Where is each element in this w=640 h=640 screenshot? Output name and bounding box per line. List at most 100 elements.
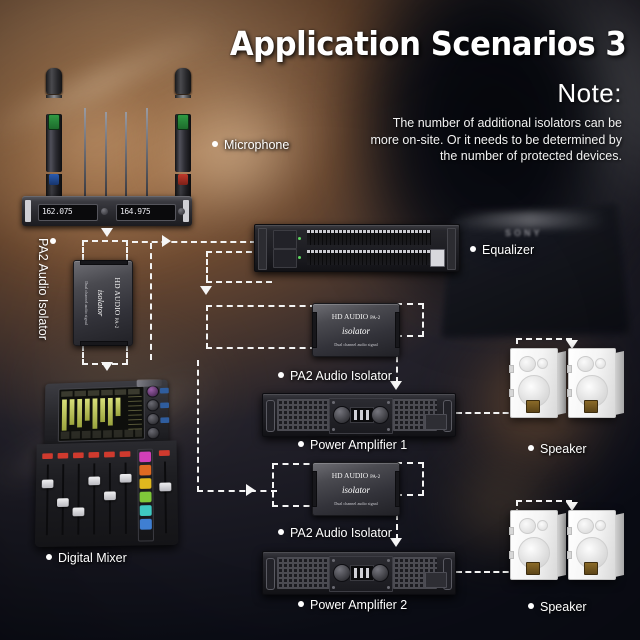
amp2-power-switch[interactable]: [425, 572, 447, 588]
mixer-screen[interactable]: [57, 385, 145, 442]
mixer-fader-cap[interactable]: [104, 491, 116, 501]
eq-slider[interactable]: [383, 230, 387, 245]
eq-slider[interactable]: [415, 250, 419, 265]
eq-slider[interactable]: [315, 230, 319, 245]
eq-slider[interactable]: [419, 250, 423, 265]
mixer-master-button[interactable]: [158, 450, 170, 457]
eq-slider[interactable]: [371, 250, 375, 265]
eq-slider[interactable]: [343, 250, 347, 265]
eq-slider[interactable]: [367, 230, 371, 245]
amp1-handle-left[interactable]: [266, 400, 275, 432]
amp1-gain-knob-b[interactable]: [371, 406, 389, 424]
mixer-mute-button[interactable]: [57, 452, 69, 459]
mixer-mute-button[interactable]: [73, 452, 84, 459]
mixer-fader-cap[interactable]: [119, 473, 132, 483]
eq-slider[interactable]: [391, 250, 395, 265]
eq-slider[interactable]: [311, 250, 315, 265]
eq-slider[interactable]: [407, 230, 411, 245]
eq-slider[interactable]: [399, 230, 403, 245]
amp1-gain-knob-a[interactable]: [333, 406, 351, 424]
mixer-pad-bank[interactable]: [137, 448, 155, 542]
eq-bypass-switch[interactable]: [430, 249, 445, 267]
eq-slider[interactable]: [339, 230, 343, 245]
mixer-pad-2[interactable]: [139, 464, 152, 476]
mixer-channel-strip[interactable]: [41, 453, 55, 541]
eq-slider[interactable]: [343, 230, 347, 245]
eq-slider[interactable]: [319, 250, 323, 265]
mixer-mute-button[interactable]: [88, 451, 100, 458]
eq-slider[interactable]: [403, 230, 407, 245]
eq-slider-bank-a[interactable]: [307, 230, 431, 245]
eq-slider[interactable]: [415, 230, 419, 245]
eq-slider[interactable]: [411, 230, 415, 245]
eq-slider[interactable]: [311, 230, 315, 245]
eq-slider[interactable]: [387, 250, 391, 265]
eq-slider[interactable]: [363, 230, 367, 245]
eq-slider[interactable]: [363, 250, 367, 265]
eq-slider[interactable]: [395, 230, 399, 245]
eq-slider[interactable]: [423, 250, 427, 265]
mixer-channel-strip[interactable]: [119, 451, 133, 540]
mixer-pad-6[interactable]: [139, 518, 152, 530]
eq-slider[interactable]: [379, 230, 383, 245]
eq-slider[interactable]: [355, 250, 359, 265]
eq-slider-bank-b[interactable]: [307, 250, 431, 265]
mixer-channel-strip[interactable]: [104, 451, 117, 540]
mixer-mute-button[interactable]: [42, 453, 53, 460]
eq-slider[interactable]: [427, 230, 431, 245]
mixer-pad-3[interactable]: [139, 478, 152, 489]
mixer-fader-cap[interactable]: [41, 479, 54, 489]
eq-slider[interactable]: [331, 230, 335, 245]
eq-slider[interactable]: [379, 250, 383, 265]
eq-slider[interactable]: [375, 250, 379, 265]
eq-slider[interactable]: [335, 230, 339, 245]
eq-slider[interactable]: [383, 250, 387, 265]
amp2-gain-knob-a[interactable]: [333, 564, 351, 582]
eq-slider[interactable]: [407, 250, 411, 265]
eq-slider[interactable]: [307, 230, 311, 245]
eq-slider[interactable]: [359, 250, 363, 265]
eq-slider[interactable]: [335, 250, 339, 265]
mixer-knob-1[interactable]: [146, 385, 160, 398]
mixer-mute-button[interactable]: [119, 451, 131, 458]
mixer-fader-cap[interactable]: [72, 507, 85, 517]
amp2-handle-left[interactable]: [266, 558, 275, 590]
mixer-knob-4[interactable]: [146, 426, 160, 440]
mixer-softkey-1[interactable]: [159, 387, 169, 394]
eq-slider[interactable]: [411, 250, 415, 265]
amp1-power-switch[interactable]: [425, 414, 447, 430]
mixer-channel-strip[interactable]: [56, 452, 71, 541]
mixer-knob-3[interactable]: [146, 412, 160, 426]
mixer-softkey-3[interactable]: [160, 417, 170, 424]
eq-slider[interactable]: [419, 230, 423, 245]
eq-slider[interactable]: [395, 250, 399, 265]
eq-slider[interactable]: [351, 230, 355, 245]
eq-slider[interactable]: [327, 230, 331, 245]
eq-slider[interactable]: [391, 230, 395, 245]
eq-slider[interactable]: [327, 250, 331, 265]
eq-slider[interactable]: [319, 230, 323, 245]
mixer-fader-cap[interactable]: [56, 498, 69, 508]
mixer-fader-cap[interactable]: [88, 476, 101, 486]
eq-slider[interactable]: [355, 230, 359, 245]
eq-slider[interactable]: [367, 250, 371, 265]
mixer-pad-4[interactable]: [139, 491, 152, 503]
eq-slider[interactable]: [347, 250, 351, 265]
eq-slider[interactable]: [323, 230, 327, 245]
eq-slider[interactable]: [315, 250, 319, 265]
eq-slider[interactable]: [323, 250, 327, 265]
eq-slider[interactable]: [307, 250, 311, 265]
mixer-pad-5[interactable]: [139, 505, 152, 517]
amp2-gain-knob-b[interactable]: [371, 564, 389, 582]
mixer-softkey-2[interactable]: [160, 402, 170, 409]
eq-slider[interactable]: [371, 230, 375, 245]
mixer-channel-strip[interactable]: [88, 451, 101, 540]
eq-slider[interactable]: [347, 230, 351, 245]
eq-slider[interactable]: [339, 250, 343, 265]
mixer-knob-2[interactable]: [146, 399, 160, 412]
eq-slider[interactable]: [399, 250, 403, 265]
eq-slider[interactable]: [359, 230, 363, 245]
mixer-master-fader-cap[interactable]: [159, 482, 172, 492]
eq-slider[interactable]: [403, 250, 407, 265]
mixer-mute-button[interactable]: [104, 451, 115, 458]
